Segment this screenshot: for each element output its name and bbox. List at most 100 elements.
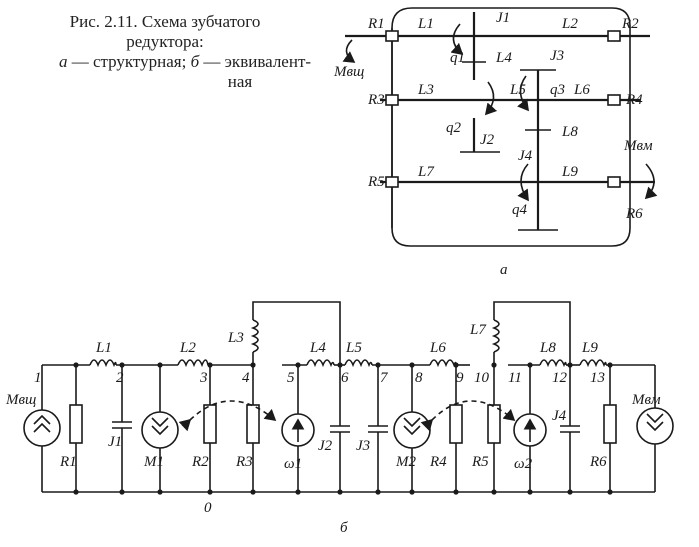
label-l9: L9 [561, 164, 578, 180]
m-in-arrow [342, 39, 356, 63]
label-m-out: Mвм [623, 138, 653, 154]
caption-line-1: Рис. 2.11. Схема зубчатого [69, 12, 261, 31]
label-eq-j3: J3 [356, 438, 370, 454]
label-eq-r6: R6 [589, 454, 607, 470]
label-r3: R3 [367, 92, 385, 108]
label-eq-r4: R4 [429, 454, 447, 470]
inductor-l9 [579, 359, 607, 368]
node-label-0: 0 [204, 500, 212, 516]
source-m-out-symbol [646, 413, 664, 432]
label-l5: L5 [509, 82, 526, 98]
l3-loop-wire [252, 301, 341, 365]
label-r5: R5 [367, 174, 385, 190]
label-l8: L8 [561, 124, 578, 140]
label-j3: J3 [550, 48, 564, 64]
label-j2: J2 [480, 132, 495, 148]
label-eq-m-in: Mвщ [5, 392, 36, 408]
structural-diagram: R1 R2 R3 R4 R5 R6 L1 L2 L3 L4 L5 L6 L7 L… [333, 7, 658, 278]
caption-b-text: — эквивалент- [199, 52, 312, 71]
node-label-4: 4 [242, 370, 250, 386]
label-eq-m2: M2 [395, 454, 416, 470]
source-m-out [636, 407, 674, 445]
node-label-9: 9 [456, 370, 464, 386]
label-eq-l3: L3 [227, 330, 244, 346]
resistor-r3 [246, 404, 260, 444]
label-l1: L1 [417, 16, 434, 32]
caption-line-3: а — структурная; б — эквивалент- [0, 52, 330, 72]
node-label-12: 12 [552, 370, 568, 386]
q2-arrow [484, 81, 498, 116]
label-q4: q4 [512, 202, 528, 218]
label-eq-l2: L2 [179, 340, 196, 356]
resistor-r6 [603, 404, 617, 444]
source-m1-symbol [151, 417, 169, 436]
label-eq-j1: J1 [108, 434, 122, 450]
node-label-3: 3 [199, 370, 208, 386]
label-l7: L7 [417, 164, 435, 180]
label-eq-l1: L1 [95, 340, 112, 356]
inductor-l4 [306, 359, 335, 368]
caption-b-letter: б [190, 52, 200, 71]
label-eq-m1: M1 [143, 454, 164, 470]
node-label-10: 10 [474, 370, 490, 386]
source-m2-symbol [403, 417, 421, 436]
node-label-7: 7 [380, 370, 389, 386]
node-label-8: 8 [415, 370, 423, 386]
inductor-l3 [250, 319, 259, 353]
label-eq-m-out: Mвм [631, 392, 661, 408]
caption-a-letter: а [58, 52, 68, 71]
housing-frame [391, 7, 631, 247]
label-r4: R4 [625, 92, 643, 108]
coupling-arc-2 [420, 400, 516, 432]
inductor-l2 [177, 359, 209, 368]
sublabel-b: б [340, 520, 348, 536]
label-eq-omega1: ω1 [284, 456, 302, 472]
label-eq-r5: R5 [471, 454, 489, 470]
label-j1: J1 [496, 10, 510, 26]
label-eq-r1: R1 [59, 454, 77, 470]
resistor-r4 [449, 404, 463, 444]
node-label-5: 5 [287, 370, 295, 386]
caption-a-text: — структурная; [67, 52, 191, 71]
figure-caption: Рис. 2.11. Схема зубчатого редуктора: а … [0, 12, 330, 92]
inductor-l8 [539, 359, 567, 368]
caption-line-4: ная [227, 72, 253, 91]
label-r6: R6 [625, 206, 643, 222]
label-q1: q1 [450, 50, 465, 66]
equivalent-circuit: 1 2 3 4 5 6 7 8 9 10 11 12 13 0 L1 L2 L3… [5, 301, 674, 536]
node-label-2: 2 [116, 370, 124, 386]
label-q3: q3 [550, 82, 565, 98]
label-r2: R2 [621, 16, 639, 32]
resistor-r5 [487, 404, 501, 444]
node-label-13: 13 [590, 370, 605, 386]
label-eq-l6: L6 [429, 340, 446, 356]
inductor-l6 [429, 359, 457, 368]
source-m2 [393, 411, 431, 449]
m-out-arrow [644, 163, 658, 200]
label-eq-l9: L9 [581, 340, 598, 356]
source-m-in-symbol [33, 414, 51, 433]
node-label-11: 11 [508, 370, 522, 386]
node-label-6: 6 [341, 370, 349, 386]
label-l2: L2 [561, 16, 578, 32]
resistor-r2 [203, 404, 217, 444]
label-r1: R1 [367, 16, 385, 32]
inductor-l1 [89, 359, 117, 368]
caption-line-2: редуктора: [126, 32, 204, 51]
resistor-r1 [69, 404, 83, 444]
label-eq-l4: L4 [309, 340, 326, 356]
l7-loop-wire [493, 301, 571, 365]
label-eq-j4: J4 [552, 408, 567, 424]
coupling-arc-1 [178, 400, 277, 432]
sublabel-a: а [500, 262, 508, 278]
q3-arrow [517, 75, 529, 112]
bearings [385, 30, 621, 188]
label-eq-l8: L8 [539, 340, 556, 356]
inductor-l5 [344, 359, 373, 368]
label-eq-r2: R2 [191, 454, 209, 470]
label-l3: L3 [417, 82, 434, 98]
label-l4: L4 [495, 50, 512, 66]
source-m1 [141, 411, 179, 449]
label-eq-j2: J2 [318, 438, 333, 454]
node-dots [73, 362, 613, 495]
